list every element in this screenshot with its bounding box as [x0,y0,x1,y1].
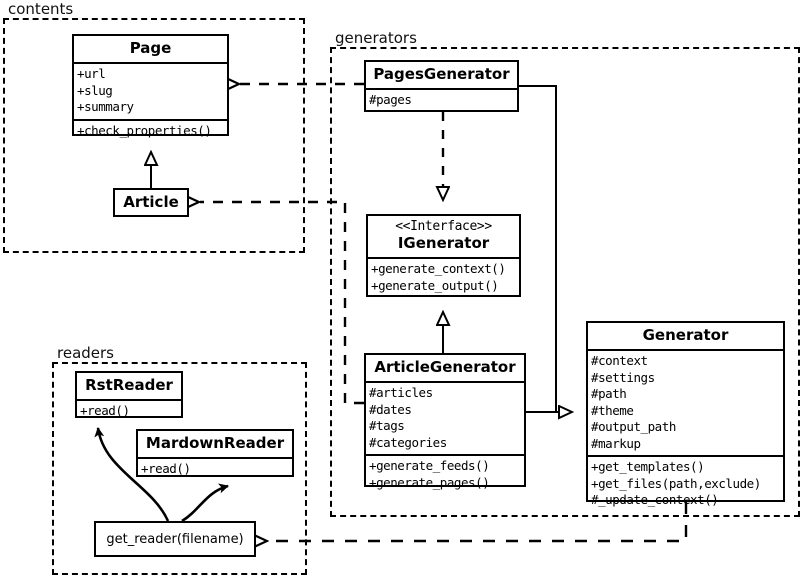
class-article-title: Article [123,193,179,211]
class-pagesgenerator-title: PagesGenerator [373,65,510,83]
attribute: #settings [591,369,655,385]
class-article[interactable]: Article [113,188,189,217]
class-pagesgenerator-attributes: #pages [366,88,517,112]
method: +read() [141,461,191,477]
method: +generate_context() [371,261,506,277]
class-igenerator-name: IGenerator [397,233,490,252]
class-page[interactable]: Page +url +slug +summary +check_properti… [72,34,229,138]
attribute: #pages [369,92,412,108]
method: +get_templates() [591,459,705,475]
method: +read() [80,403,130,419]
class-igenerator-methods: +generate_context() +generate_output() [368,257,519,297]
class-igenerator-title: <<Interface>> IGenerator [368,216,519,257]
package-readers-label: readers [54,346,117,361]
method: +generate_output() [371,277,499,293]
class-mardownreader-methods: +read() [138,457,292,481]
attribute: #theme [591,402,634,418]
attribute: #dates [369,401,412,417]
attribute: #articles [369,385,433,401]
package-generators-label: generators [332,31,420,46]
class-mardownreader-title: MardownReader [145,434,285,452]
class-page-methods: +check_properties() [74,118,227,143]
class-rstreader-title: RstReader [85,376,173,394]
class-articlegenerator-attributes: #articles #dates #tags #categories [366,381,524,454]
class-page-title: Page [129,39,172,57]
class-page-attributes: +url +slug +summary [74,62,227,119]
method: #_update_context() [591,492,719,508]
class-igenerator[interactable]: <<Interface>> IGenerator +generate_conte… [366,214,521,297]
attribute: #context [591,353,648,369]
method: +get_files(path,exclude) [591,475,761,491]
class-pagesgenerator[interactable]: PagesGenerator #pages [364,60,519,112]
package-contents [3,18,305,253]
class-articlegenerator-methods: +generate_feeds() +generate_pages() [366,454,524,494]
attribute: +slug [77,82,113,98]
class-generator[interactable]: Generator #context #settings #path #them… [586,321,785,507]
class-mardownreader[interactable]: MardownReader +read() [136,429,294,477]
class-igenerator-stereotype: <<Interface>> [395,219,492,234]
class-articlegenerator[interactable]: ArticleGenerator #articles #dates #tags … [364,353,526,490]
method: +check_properties() [77,122,212,138]
attribute: #path [591,386,627,402]
method: +generate_feeds() [369,458,490,474]
class-generator-methods: +get_templates() +get_files(path,exclude… [588,455,783,512]
package-contents-label: contents [5,2,77,17]
class-generator-attributes: #context #settings #path #theme #output_… [588,349,783,455]
class-rstreader[interactable]: RstReader +read() [75,371,183,418]
function-get-reader[interactable]: get_reader(filename) [94,521,256,557]
attribute: +summary [77,99,134,115]
attribute: #tags [369,418,405,434]
class-articlegenerator-title: ArticleGenerator [374,358,516,376]
attribute: +url [77,66,106,82]
method: +generate_pages() [369,474,490,490]
class-rstreader-methods: +read() [77,399,181,423]
attribute: #output_path [591,419,676,435]
attribute: #markup [591,435,641,451]
attribute: #categories [369,434,447,450]
class-generator-title: Generator [642,326,729,344]
package-readers [52,362,307,575]
